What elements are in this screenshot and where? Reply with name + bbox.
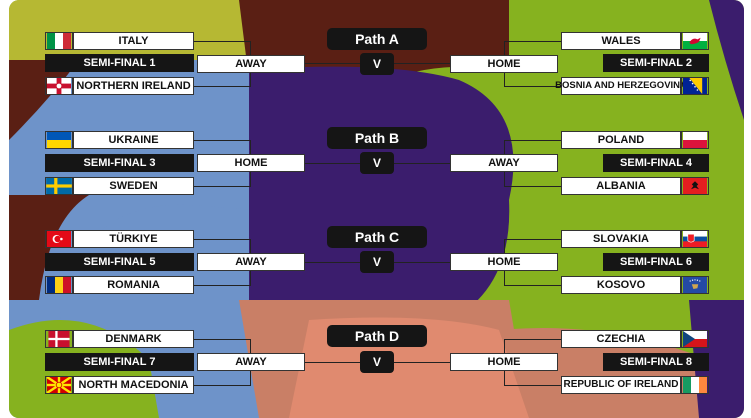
- semi-final-label: SEMI-FINAL 3: [45, 154, 194, 172]
- versus-badge: V: [360, 351, 394, 373]
- connector-line: [504, 285, 562, 286]
- team-row: UKRAINE: [45, 131, 194, 149]
- connector-line: [193, 86, 251, 87]
- connector-line: [504, 339, 562, 340]
- team-name: TÜRKIYE: [73, 230, 194, 248]
- team-name: SWEDEN: [73, 177, 194, 195]
- flag-sweden-icon: [45, 177, 73, 195]
- flag-italy-icon: [45, 32, 73, 50]
- team-row: REPUBLIC OF IRELAND: [561, 376, 709, 394]
- connector-line: [193, 186, 251, 187]
- connector-line: [504, 239, 562, 240]
- team-name: KOSOVO: [561, 276, 681, 294]
- semi-final-label: SEMI-FINAL 2: [603, 54, 709, 72]
- venue-label: AWAY: [197, 353, 305, 371]
- team-row: WALES: [561, 32, 709, 50]
- flag-turkiye-icon: [45, 230, 73, 248]
- flag-poland-icon: [681, 131, 709, 149]
- connector-line: [305, 362, 360, 363]
- flag-denmark-icon: [45, 330, 73, 348]
- flag-kosovo-icon: [681, 276, 709, 294]
- flag-ireland-icon: [681, 376, 709, 394]
- path-title: Path B: [327, 127, 427, 149]
- team-name: CZECHIA: [561, 330, 681, 348]
- connector-line: [193, 385, 251, 386]
- connector-line: [193, 285, 251, 286]
- team-row: POLAND: [561, 131, 709, 149]
- team-name: ROMANIA: [73, 276, 194, 294]
- venue-label: AWAY: [197, 253, 305, 271]
- versus-badge: V: [360, 251, 394, 273]
- connector-line: [504, 41, 562, 42]
- venue-label: HOME: [450, 55, 558, 73]
- semi-final-label: SEMI-FINAL 1: [45, 54, 194, 72]
- venue-label: AWAY: [197, 55, 305, 73]
- team-name: UKRAINE: [73, 131, 194, 149]
- connector-line: [305, 262, 360, 263]
- team-name: REPUBLIC OF IRELAND: [561, 376, 681, 394]
- team-name: NORTH MACEDONIA: [73, 376, 194, 394]
- connector-line: [504, 86, 562, 87]
- venue-label: HOME: [450, 253, 558, 271]
- connector-line: [193, 339, 251, 340]
- flag-czechia-icon: [681, 330, 709, 348]
- team-row: ITALY: [45, 32, 194, 50]
- semi-final-label: SEMI-FINAL 5: [45, 253, 194, 271]
- connector-line: [394, 63, 450, 64]
- team-name: POLAND: [561, 131, 681, 149]
- flag-northern-ireland-icon: [45, 77, 73, 95]
- team-row: TÜRKIYE: [45, 230, 194, 248]
- team-row: DENMARK: [45, 330, 194, 348]
- team-row: ROMANIA: [45, 276, 194, 294]
- flag-slovakia-icon: [681, 230, 709, 248]
- connector-line: [504, 186, 562, 187]
- team-name: SLOVAKIA: [561, 230, 681, 248]
- path-title: Path D: [327, 325, 427, 347]
- team-name: DENMARK: [73, 330, 194, 348]
- team-row: SWEDEN: [45, 177, 194, 195]
- versus-badge: V: [360, 152, 394, 174]
- connector-line: [193, 239, 251, 240]
- team-row: NORTH MACEDONIA: [45, 376, 194, 394]
- team-row: NORTHERN IRELAND: [45, 77, 194, 95]
- team-name: WALES: [561, 32, 681, 50]
- team-row: KOSOVO: [561, 276, 709, 294]
- semi-final-label: SEMI-FINAL 8: [603, 353, 709, 371]
- semi-final-label: SEMI-FINAL 7: [45, 353, 194, 371]
- connector-line: [193, 41, 251, 42]
- connector-line: [394, 362, 450, 363]
- connector-line: [504, 140, 562, 141]
- team-row: SLOVAKIA: [561, 230, 709, 248]
- semi-final-label: SEMI-FINAL 6: [603, 253, 709, 271]
- versus-badge: V: [360, 53, 394, 75]
- flag-romania-icon: [45, 276, 73, 294]
- path-title: Path C: [327, 226, 427, 248]
- connector-line: [193, 140, 251, 141]
- team-name: NORTHERN IRELAND: [73, 77, 194, 95]
- team-row: BOSNIA AND HERZEGOVINA: [555, 77, 709, 95]
- team-row: ALBANIA: [561, 177, 709, 195]
- team-name: ALBANIA: [561, 177, 681, 195]
- flag-wales-icon: [681, 32, 709, 50]
- connector-line: [394, 163, 450, 164]
- path-title: Path A: [327, 28, 427, 50]
- connector-line: [504, 385, 562, 386]
- flag-ukraine-icon: [45, 131, 73, 149]
- venue-label: HOME: [197, 154, 305, 172]
- connector-line: [305, 63, 360, 64]
- flag-north-macedonia-icon: [45, 376, 73, 394]
- flag-albania-icon: [681, 177, 709, 195]
- flag-bosnia-icon: [681, 77, 709, 95]
- connector-line: [305, 163, 360, 164]
- semi-final-label: SEMI-FINAL 4: [603, 154, 709, 172]
- team-name: BOSNIA AND HERZEGOVINA: [555, 77, 687, 95]
- venue-label: AWAY: [450, 154, 558, 172]
- venue-label: HOME: [450, 353, 558, 371]
- team-name: ITALY: [73, 32, 194, 50]
- connector-line: [394, 262, 450, 263]
- team-row: CZECHIA: [561, 330, 709, 348]
